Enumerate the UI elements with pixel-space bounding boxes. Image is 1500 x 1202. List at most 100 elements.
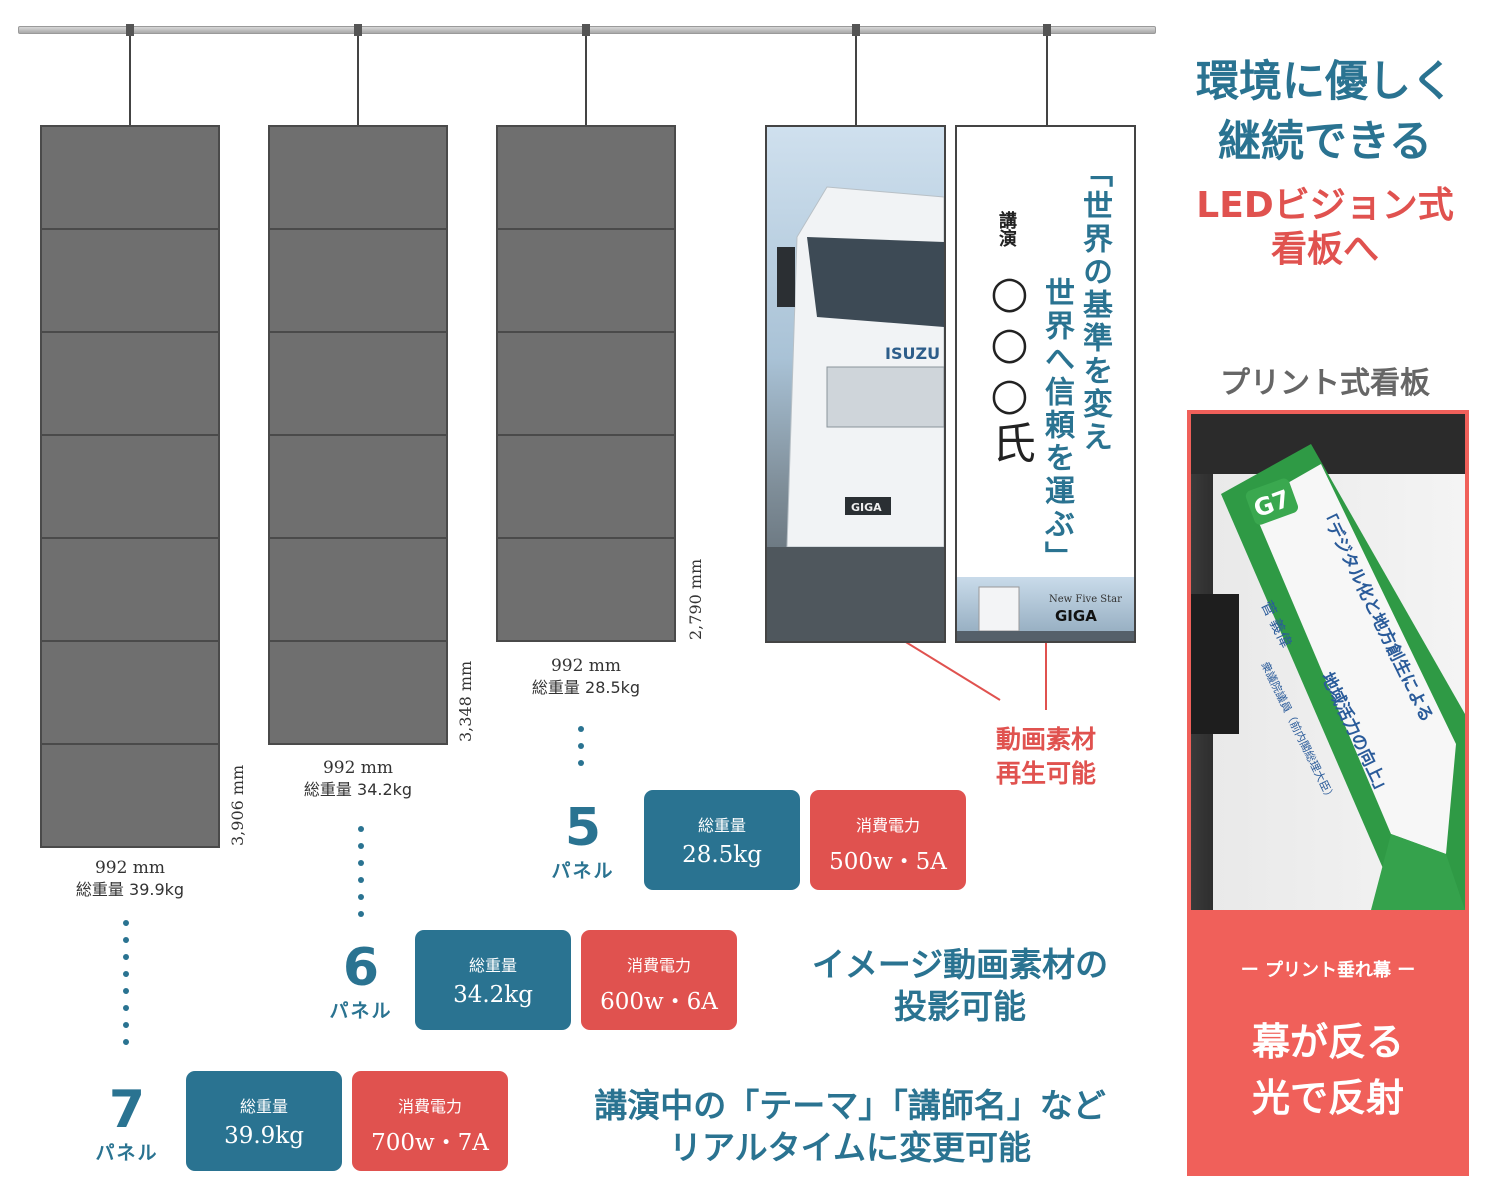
rail-clamp [852, 24, 860, 36]
led-stack-6-panels [268, 125, 448, 745]
dotted-connector-7 [123, 920, 129, 1056]
drawback-line: 光で反射 [1251, 1076, 1404, 1120]
weight-chip-5: 総重量 28.5kg [644, 790, 800, 890]
chip-value: 39.9kg [224, 1123, 304, 1149]
truck-model-text: GIGA [851, 501, 882, 514]
speaker-name: ○○○氏 [984, 267, 1035, 464]
banner-photo-image: G7 「デジタル化と地方創生による 地域活力の向上」 菅 義偉 衆議院議員（前内… [1191, 414, 1465, 910]
banner-small-text: New Five Star [1049, 594, 1122, 605]
video-playable-note: 動画素材 再生可能 [966, 723, 1126, 791]
mini-road [957, 631, 1134, 641]
dotted-connector-6 [358, 826, 364, 928]
heading-line: 環境に優しく [1196, 57, 1454, 107]
print-banner-panel: G7 「デジタル化と地方創生による 地域活力の向上」 菅 義偉 衆議院議員（前内… [1187, 410, 1469, 1176]
heading-line: 看板へ [1270, 229, 1379, 270]
side-mirror [777, 247, 795, 307]
monitor [1191, 594, 1239, 734]
realtime-note: 講演中の「テーマ」「講師名」など リアルタイムに変更可能 [520, 1085, 1180, 1169]
hanging-wire [855, 36, 857, 126]
height-dimension-6: 3,348 mm [456, 660, 475, 742]
note-line: 講演中の「テーマ」「講師名」など [594, 1086, 1106, 1125]
chip-label: 消費電力 [855, 816, 920, 835]
panel-count-unit: パネル [329, 1000, 393, 1022]
note-line: リアルタイムに変更可能 [668, 1128, 1031, 1167]
panel-count-unit: パネル [551, 860, 615, 882]
rail-clamp [1043, 24, 1051, 36]
panel-count-unit: パネル [95, 1142, 159, 1164]
led-stack-5-panels [496, 125, 676, 642]
panel-count-number: 6 [342, 938, 380, 998]
led-screen-lecture: 「世界の基準を変え 世界へ信頼を運ぶ」 講演 ○○○氏 New Five Sta… [955, 125, 1136, 643]
width-dimension-5: 992 mm [550, 656, 622, 676]
banner-strip: New Five Star GIGA [957, 577, 1134, 641]
banner-logo-text: GIGA [1055, 607, 1097, 625]
print-drawbacks: 幕が反る 光で反射 [1187, 1014, 1469, 1126]
weight-caption-5: 総重量 28.5kg [531, 678, 641, 697]
note-line: 投影可能 [894, 987, 1026, 1026]
led-screen-truck-video: ISUZU GIGA [765, 125, 946, 643]
windshield [807, 237, 944, 327]
caption-7: 992 mm 総重量 39.9kg [40, 858, 220, 900]
chip-value: 700w・7A [371, 1130, 489, 1156]
height-dimension-5: 2,790 mm [686, 558, 705, 640]
weight-caption-7: 総重量 39.9kg [75, 880, 185, 899]
chip-label: 総重量 [697, 816, 746, 835]
power-chip-6: 消費電力 600w・6A [581, 930, 737, 1030]
hanging-wire [585, 36, 587, 126]
rail-clamp [354, 24, 362, 36]
quote-line-1: 「世界の基準を変え [1077, 157, 1112, 454]
sub-heading: LEDビジョン式 看板へ [1170, 184, 1480, 272]
note-line: 再生可能 [995, 759, 1096, 788]
g7-logo-bg [1245, 478, 1299, 525]
weight-chip-7: 総重量 39.9kg [186, 1071, 342, 1171]
quote-line-2: 世界へ信頼を運ぶ」 [1039, 277, 1074, 574]
panel-count-5: 5 パネル [540, 800, 626, 883]
width-dimension-6: 992 mm [322, 758, 394, 778]
note-line: 動画素材 [995, 725, 1096, 754]
drawback-line: 幕が反る [1251, 1020, 1404, 1064]
panel-count-number: 7 [108, 1080, 146, 1140]
print-signage-label: プリント式看板 [1220, 366, 1430, 401]
note-line: イメージ動画素材の [811, 945, 1109, 984]
plate [845, 497, 891, 515]
ceiling [1191, 414, 1465, 474]
panel-count-6: 6 パネル [318, 940, 404, 1023]
print-caption: ー プリント垂れ幕 ー [1240, 960, 1416, 981]
chip-value: 34.2kg [453, 982, 533, 1008]
dotted-connector-5 [578, 726, 584, 777]
width-dimension-7: 992 mm [94, 858, 166, 878]
caption-5: 992 mm 総重量 28.5kg [496, 656, 676, 698]
truck-image: ISUZU GIGA [767, 186, 944, 641]
truck-brand-text: ISUZU [885, 344, 940, 363]
chip-label: 総重量 [239, 1097, 288, 1116]
power-chip-7: 消費電力 700w・7A [352, 1071, 508, 1171]
power-chip-5: 消費電力 500w・5A [810, 790, 966, 890]
weight-chip-6: 総重量 34.2kg [415, 930, 571, 1030]
lecture-label: 講演 [996, 211, 1017, 247]
banner-cloth [1251, 464, 1456, 854]
chip-value: 600w・6A [600, 989, 718, 1015]
heading-line: 継続できる [1217, 117, 1433, 167]
panel-count-number: 5 [564, 798, 602, 858]
panel-count-7: 7 パネル [84, 1082, 170, 1165]
mini-truck-image: New Five Star GIGA [957, 586, 1134, 641]
main-heading: 環境に優しく 継続できる [1170, 52, 1480, 172]
caption-6: 992 mm 総重量 34.2kg [268, 758, 448, 800]
banner-tail [1371, 834, 1465, 910]
road [767, 547, 944, 641]
chip-value: 28.5kg [682, 842, 762, 868]
chip-value: 500w・5A [829, 849, 947, 875]
chip-label: 消費電力 [626, 956, 691, 975]
led-stack-7-panels [40, 125, 220, 848]
chip-label: 消費電力 [397, 1097, 462, 1116]
hanging-wire [129, 36, 131, 126]
height-dimension-7: 3,906 mm [228, 764, 247, 846]
print-banner-photo: G7 「デジタル化と地方創生による 地域活力の向上」 菅 義偉 衆議院議員（前内… [1191, 414, 1465, 910]
heading-line: LEDビジョン式 [1196, 185, 1454, 226]
rail-clamp [582, 24, 590, 36]
hanging-wire [357, 36, 359, 126]
weight-caption-6: 総重量 34.2kg [303, 780, 413, 799]
grille [826, 366, 944, 428]
chip-label: 総重量 [468, 956, 517, 975]
hanging-wire [1046, 36, 1048, 126]
